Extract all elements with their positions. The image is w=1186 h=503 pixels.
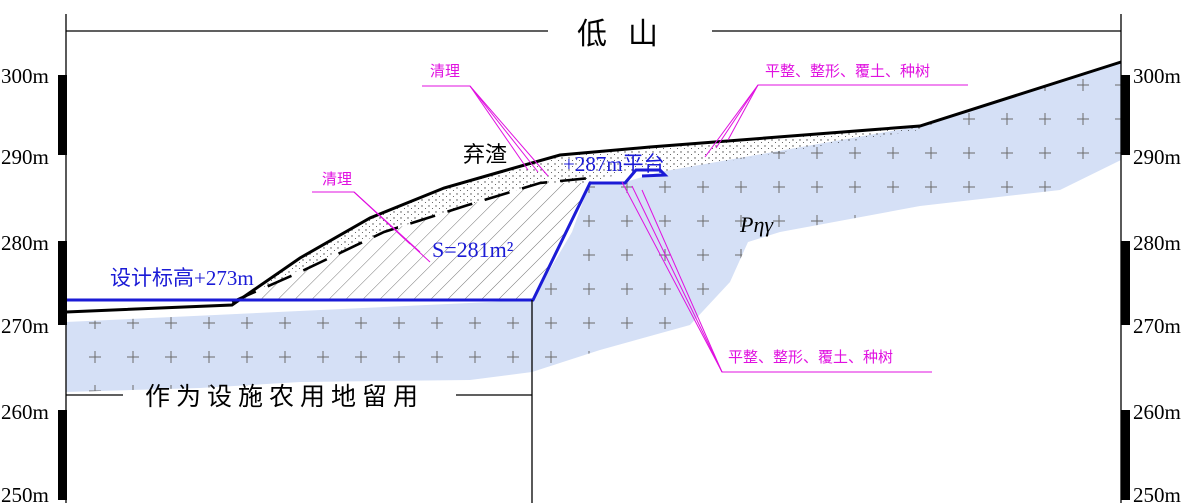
annotation-works-top: 平整、整形、覆土、种树: [704, 63, 968, 158]
elev-label-left: 260m: [1, 400, 49, 424]
elev-label-right: 290m: [1133, 145, 1181, 169]
bedrock-zone: [66, 62, 1121, 392]
elev-label-right: 300m: [1133, 64, 1181, 88]
design-elevation-label: 设计标高+273m: [110, 266, 254, 290]
elev-label-left: 250m: [1, 483, 49, 503]
waste-soil-band: [232, 126, 920, 302]
excavation-area: [232, 183, 590, 300]
right-elevation-bar: [1121, 75, 1130, 500]
clean-label-top: 清理: [430, 63, 460, 80]
area-label: S=281m²: [432, 237, 514, 262]
elev-label-right: 250m: [1133, 483, 1181, 503]
works-label-bottom: 平整、整形、覆土、种树: [728, 349, 893, 366]
clean-label-left: 清理: [322, 171, 352, 188]
waste-label: 弃渣: [463, 142, 507, 167]
elev-label-left: 300m: [1, 64, 49, 88]
elev-label-right: 260m: [1133, 400, 1181, 424]
elev-label-right: 280m: [1133, 231, 1181, 255]
elev-label-left: 270m: [1, 314, 49, 338]
design-line: [66, 168, 669, 302]
annotation-clean-left: 清理: [312, 171, 431, 263]
diagram-title: 低 山: [577, 18, 660, 51]
works-label-top: 平整、整形、覆土、种树: [765, 63, 930, 80]
elev-label-left: 280m: [1, 231, 49, 255]
original-profile-dashed: [231, 176, 591, 304]
rock-type-label: Pηγ: [739, 212, 774, 237]
left-elevation-bar: [58, 75, 67, 500]
left-elevation-labels: 300m 290m 280m 270m 260m 250m: [1, 64, 49, 503]
platform-label: +287m平台: [563, 152, 665, 176]
elev-label-right: 270m: [1133, 314, 1181, 338]
annotation-clean-top: 清理: [422, 63, 549, 177]
annotation-works-bottom: 平整、整形、覆土、种树: [621, 181, 932, 373]
elev-label-left: 290m: [1, 145, 49, 169]
right-elevation-labels: 300m 290m 280m 270m 260m 250m: [1133, 64, 1181, 503]
bottom-note: 作为设施农用地留用: [145, 383, 424, 411]
existing-ground-line: [65, 60, 1122, 314]
